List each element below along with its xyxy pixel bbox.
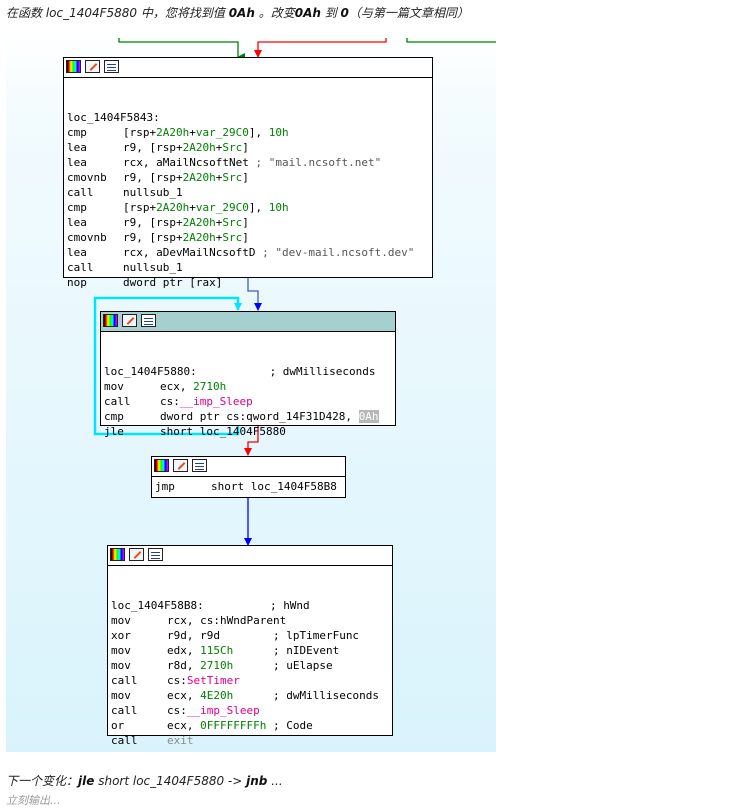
caption-top: 在函数 loc_1404F5880 中，您将找到值 0Ah 。改变0Ah 到 0… — [6, 4, 469, 21]
code-label[interactable]: loc_1404F5843: — [67, 111, 160, 124]
edit-pencil-icon[interactable] — [173, 459, 188, 472]
caption-text: 。改变 — [254, 6, 295, 20]
edit-pencil-icon[interactable] — [85, 60, 100, 73]
edge-b2-b3 — [244, 426, 259, 456]
color-palette-icon[interactable] — [110, 548, 125, 561]
color-palette-icon[interactable] — [154, 459, 169, 472]
block-code: loc_1404F5843: cmp[rsp+2A20h+var_29C0], 1… — [64, 78, 432, 322]
edge-in-other — [406, 38, 496, 43]
edge-loop — [93, 296, 242, 436]
code-label[interactable]: loc_1404F5880: ; dwMilliseconds — [104, 365, 376, 378]
code-block-loc-1404F5843[interactable]: loc_1404F5843: cmp[rsp+2A20h+var_29C0], 1… — [63, 57, 433, 289]
caption-tail: 立刻输出... — [6, 794, 61, 807]
graph-list-icon[interactable] — [141, 314, 156, 327]
code-label[interactable]: loc_1404F58B8: ; hWnd — [111, 599, 310, 612]
caption-text: ... — [267, 774, 283, 788]
caption-bold: 0Ah — [294, 6, 321, 20]
edge-b1-b2 — [247, 278, 262, 311]
code-line[interactable]: cmp[rsp+2A20h+var_29C0], 10h — [67, 201, 289, 214]
block-titlebar[interactable] — [108, 546, 392, 566]
edge-in-true — [118, 38, 245, 61]
caption-text: 在函数 loc_1404F5880 中，您将找到值 — [6, 6, 229, 20]
edit-pencil-icon[interactable] — [129, 548, 144, 561]
block-titlebar[interactable] — [152, 457, 345, 477]
edge-in-false — [254, 38, 387, 58]
caption-text: （与第一篇文章相同） — [348, 6, 469, 20]
graph-edges — [93, 38, 496, 546]
code-line[interactable]: cmp[rsp+2A20h+var_29C0], 10h — [67, 126, 289, 139]
block-titlebar[interactable] — [64, 58, 432, 78]
graph-list-icon[interactable] — [192, 459, 207, 472]
blank-line — [104, 349, 395, 364]
ida-graph-view[interactable]: loc_1404F5843: cmp[rsp+2A20h+var_29C0], 1… — [6, 32, 496, 752]
graph-list-icon[interactable] — [148, 548, 163, 561]
caption-text: 下一个变化： — [6, 774, 79, 788]
graph-list-icon[interactable] — [104, 60, 119, 73]
color-palette-icon[interactable] — [103, 314, 118, 327]
block-titlebar-selected[interactable] — [101, 312, 395, 332]
edit-pencil-icon[interactable] — [122, 314, 137, 327]
caption-bold: jnb — [246, 774, 268, 788]
caption-text: 到 — [320, 6, 341, 20]
caption-bold: 0 — [340, 6, 349, 20]
caption-bold: 0Ah — [228, 6, 255, 20]
blank-line — [111, 583, 392, 598]
blank-line — [67, 95, 432, 110]
caption-text: short loc_1404F5880 -> — [94, 774, 247, 788]
caption-bottom: 下一个变化：jle short loc_1404F5880 -> jnb ... — [6, 772, 283, 789]
caption-bold: jle — [78, 774, 95, 788]
highlighted-operand: 0Ah — [358, 410, 379, 423]
color-palette-icon[interactable] — [66, 60, 81, 73]
